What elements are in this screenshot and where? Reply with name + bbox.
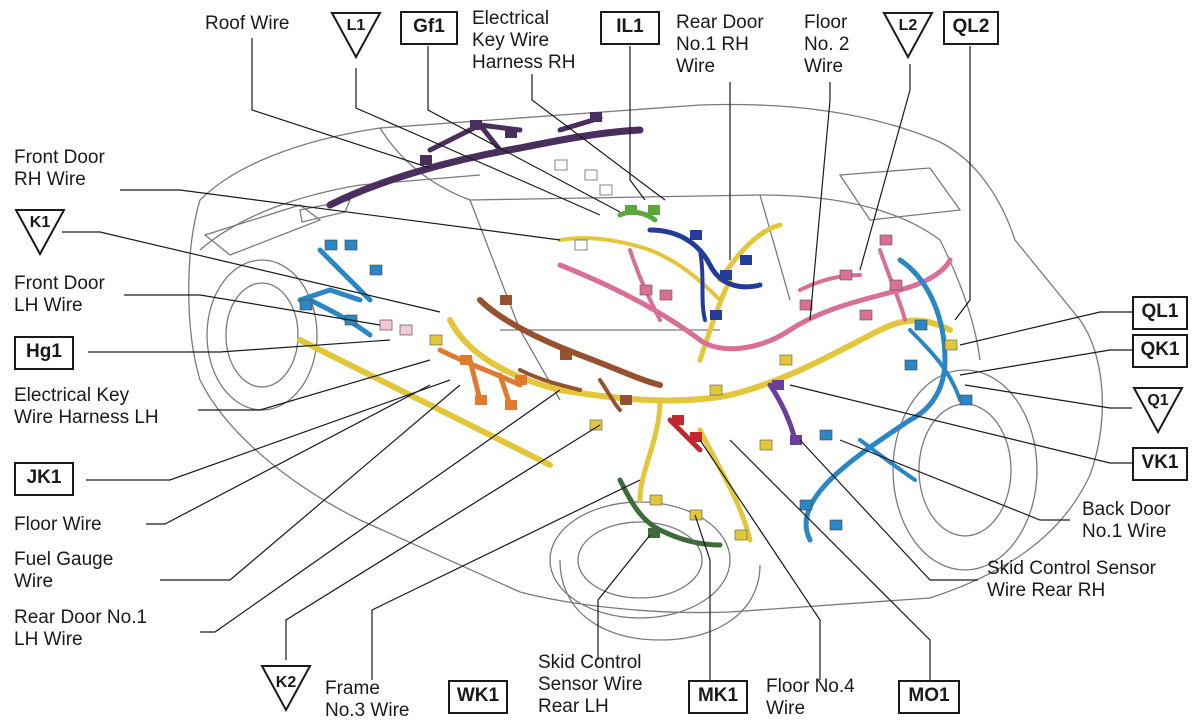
code-vk1: VK1 <box>1132 447 1188 481</box>
label-front-door-lh-wire: Front Door LH Wire <box>14 273 105 316</box>
label-floor-no2-wire: Floor No. 2 Wire <box>804 12 850 77</box>
code-il1: IL1 <box>600 11 660 45</box>
code-mo1: MO1 <box>898 680 960 714</box>
label-roof-wire: Roof Wire <box>205 13 290 34</box>
code-hg1: Hg1 <box>14 336 74 370</box>
code-gf1: Gf1 <box>400 11 458 45</box>
label-skid-control-sensor-wire-rear-rh: Skid Control Sensor Wire Rear RH <box>987 558 1156 601</box>
code-ql2: QL2 <box>943 11 999 45</box>
label-electrical-key-wire-harness-rh: Electrical Key Wire Harness RH <box>472 8 576 73</box>
label-fuel-gauge-wire: Fuel Gauge Wire <box>14 549 114 592</box>
code-jk1: JK1 <box>14 462 74 496</box>
label-frame-no3-wire: Frame No.3 Wire <box>325 678 410 721</box>
code-ql1: QL1 <box>1132 296 1188 330</box>
label-back-door-no1-wire: Back Door No.1 Wire <box>1082 499 1171 542</box>
code-k2: K2 <box>260 664 312 712</box>
label-floor-wire: Floor Wire <box>14 514 102 535</box>
code-wk1: WK1 <box>448 680 508 714</box>
label-skid-control-sensor-wire-rear-lh: Skid Control Sensor Wire Rear LH <box>538 652 643 717</box>
label-rear-door-no1-rh-wire: Rear Door No.1 RH Wire <box>676 12 764 77</box>
label-rear-door-no1-lh-wire: Rear Door No.1 LH Wire <box>14 607 148 650</box>
label-front-door-rh-wire: Front Door RH Wire <box>14 147 105 190</box>
connectors <box>299 112 973 541</box>
label-electrical-key-wire-harness-lh: Electrical Key Wire Harness LH <box>14 385 159 428</box>
code-mk1: MK1 <box>688 680 748 714</box>
code-l2: L2 <box>882 11 934 59</box>
label-floor-no4-wire: Floor No.4 Wire <box>766 676 855 719</box>
code-qk1: QK1 <box>1132 334 1188 368</box>
leader-lines <box>62 38 1132 680</box>
code-l1: L1 <box>330 11 382 59</box>
code-q1: Q1 <box>1132 386 1184 434</box>
code-k1: K1 <box>14 208 66 256</box>
